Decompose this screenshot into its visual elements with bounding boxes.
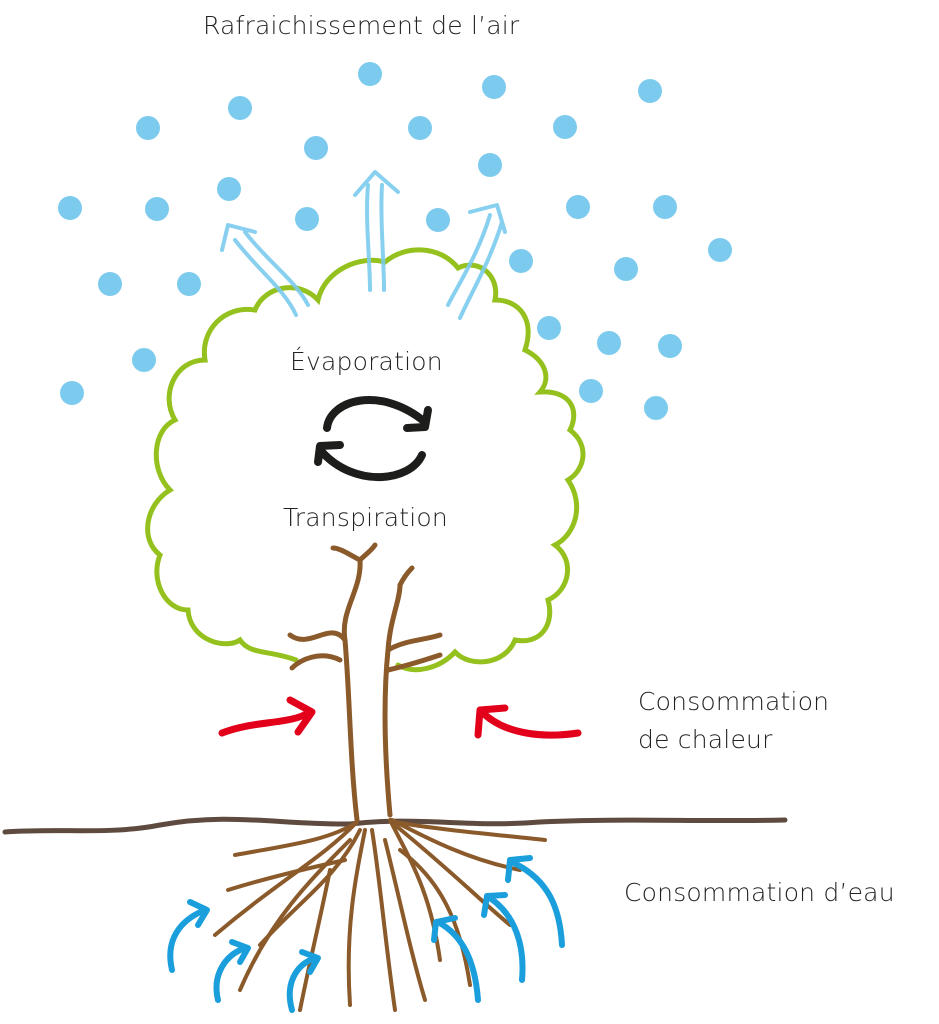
evaporation-label: Évaporation bbox=[290, 347, 443, 376]
heat-consumption-label-line1: Consommation bbox=[638, 687, 830, 716]
cycle-arrows-icon bbox=[314, 396, 432, 482]
heat-arrows bbox=[218, 696, 582, 739]
air-cooling-label: Rafraichissement de l’air bbox=[203, 11, 520, 40]
water-consumption-label: Consommation d’eau bbox=[624, 878, 895, 907]
evaporation-arrows bbox=[220, 170, 507, 320]
tree-trunk bbox=[287, 542, 443, 823]
tree-crown-outline bbox=[145, 247, 586, 673]
transpiration-label: Transpiration bbox=[283, 503, 448, 532]
heat-consumption-label-line2: de chaleur bbox=[638, 725, 773, 754]
water-arrows bbox=[167, 855, 565, 1013]
water-droplets bbox=[58, 62, 732, 420]
tree-roots bbox=[213, 818, 547, 1012]
